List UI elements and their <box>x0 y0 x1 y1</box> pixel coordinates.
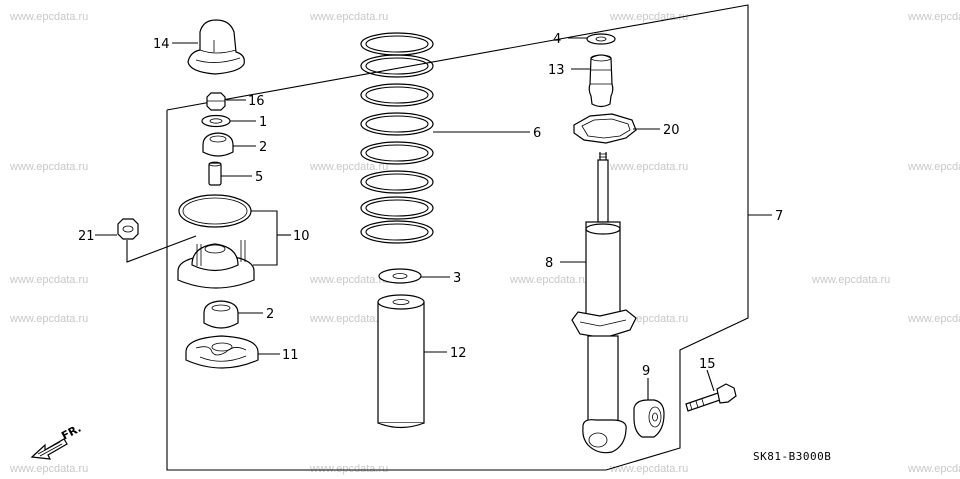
part-11-upper-spring-seat <box>185 335 259 369</box>
callout-16: 16 <box>248 94 265 109</box>
part-1-washer <box>201 114 231 128</box>
part-16-self-locking-nut <box>206 92 226 111</box>
part-12-dust-boot <box>377 294 425 429</box>
callout-21: 21 <box>78 229 95 244</box>
leader-10-bracket <box>251 210 278 266</box>
callout-20: 20 <box>663 123 680 138</box>
watermark: www.epcdata.ru <box>609 463 688 475</box>
callout-10: 10 <box>293 229 310 244</box>
watermark: www.epcdata.ru <box>907 313 960 325</box>
callout-4: 4 <box>553 32 561 47</box>
callout-13: 13 <box>548 63 565 78</box>
watermark: www.epcdata.ru <box>509 274 588 286</box>
part-2-mount-rubber-lower <box>203 300 239 329</box>
watermark: www.epcdata.ru <box>907 11 960 23</box>
watermark-layer: www.epcdata.ru www.epcdata.ru www.epcdat… <box>9 11 960 475</box>
part-3-spring-seat-rubber <box>378 268 422 284</box>
part-9-lower-bushing <box>633 399 665 438</box>
part-13-bump-stop <box>588 54 614 108</box>
watermark: www.epcdata.ru <box>9 11 88 23</box>
callout-5: 5 <box>255 170 263 185</box>
callout-11: 11 <box>282 348 299 363</box>
part-6-coil-spring <box>360 32 434 244</box>
callout-8: 8 <box>545 256 553 271</box>
part-10-o-ring <box>178 194 252 228</box>
part-2-mount-rubber-upper <box>202 132 234 157</box>
leader-21-to-mount <box>126 235 197 263</box>
watermark: www.epcdata.ru <box>907 161 960 173</box>
part-4-washer <box>586 33 616 45</box>
watermark: www.epcdata.ru <box>309 11 388 23</box>
callout-14: 14 <box>153 37 170 52</box>
callout-2b: 2 <box>266 307 274 322</box>
watermark: www.epcdata.ru <box>309 161 388 173</box>
watermark: www.epcdata.ru <box>907 463 960 475</box>
watermark: www.epcdata.ru <box>811 274 890 286</box>
part-14-dust-cap <box>187 19 245 75</box>
callout-9: 9 <box>642 364 650 379</box>
watermark: www.epcdata.ru <box>609 11 688 23</box>
part-15-flange-bolt <box>685 383 737 412</box>
leader-15 <box>706 369 715 392</box>
watermark: www.epcdata.ru <box>309 313 388 325</box>
callout-3: 3 <box>453 271 461 286</box>
part-mount-base <box>177 240 255 289</box>
part-8-shock-absorber <box>571 152 637 454</box>
watermark: www.epcdata.ru <box>309 463 388 475</box>
watermark: www.epcdata.ru <box>9 463 88 475</box>
callout-15: 15 <box>699 357 716 372</box>
callout-6: 6 <box>533 126 541 141</box>
watermark: www.epcdata.ru <box>309 274 388 286</box>
part-5-collar <box>208 161 222 186</box>
callout-1: 1 <box>259 115 267 130</box>
assembly-outline <box>166 4 749 471</box>
diagram-code: SK81-B3000B <box>753 450 831 463</box>
part-21-flange-nut <box>117 218 139 240</box>
callout-12: 12 <box>450 346 467 361</box>
part-20-spring-seat <box>573 113 637 144</box>
watermark: www.epcdata.ru <box>9 161 88 173</box>
watermark: www.epcdata.ru <box>9 274 88 286</box>
watermark: www.epcdata.ru <box>609 161 688 173</box>
callout-2a: 2 <box>259 140 267 155</box>
watermark: www.epcdata.ru <box>9 313 88 325</box>
callout-7: 7 <box>775 209 783 224</box>
front-direction-label: FR. <box>59 422 83 443</box>
front-direction-arrow-icon <box>30 438 68 460</box>
